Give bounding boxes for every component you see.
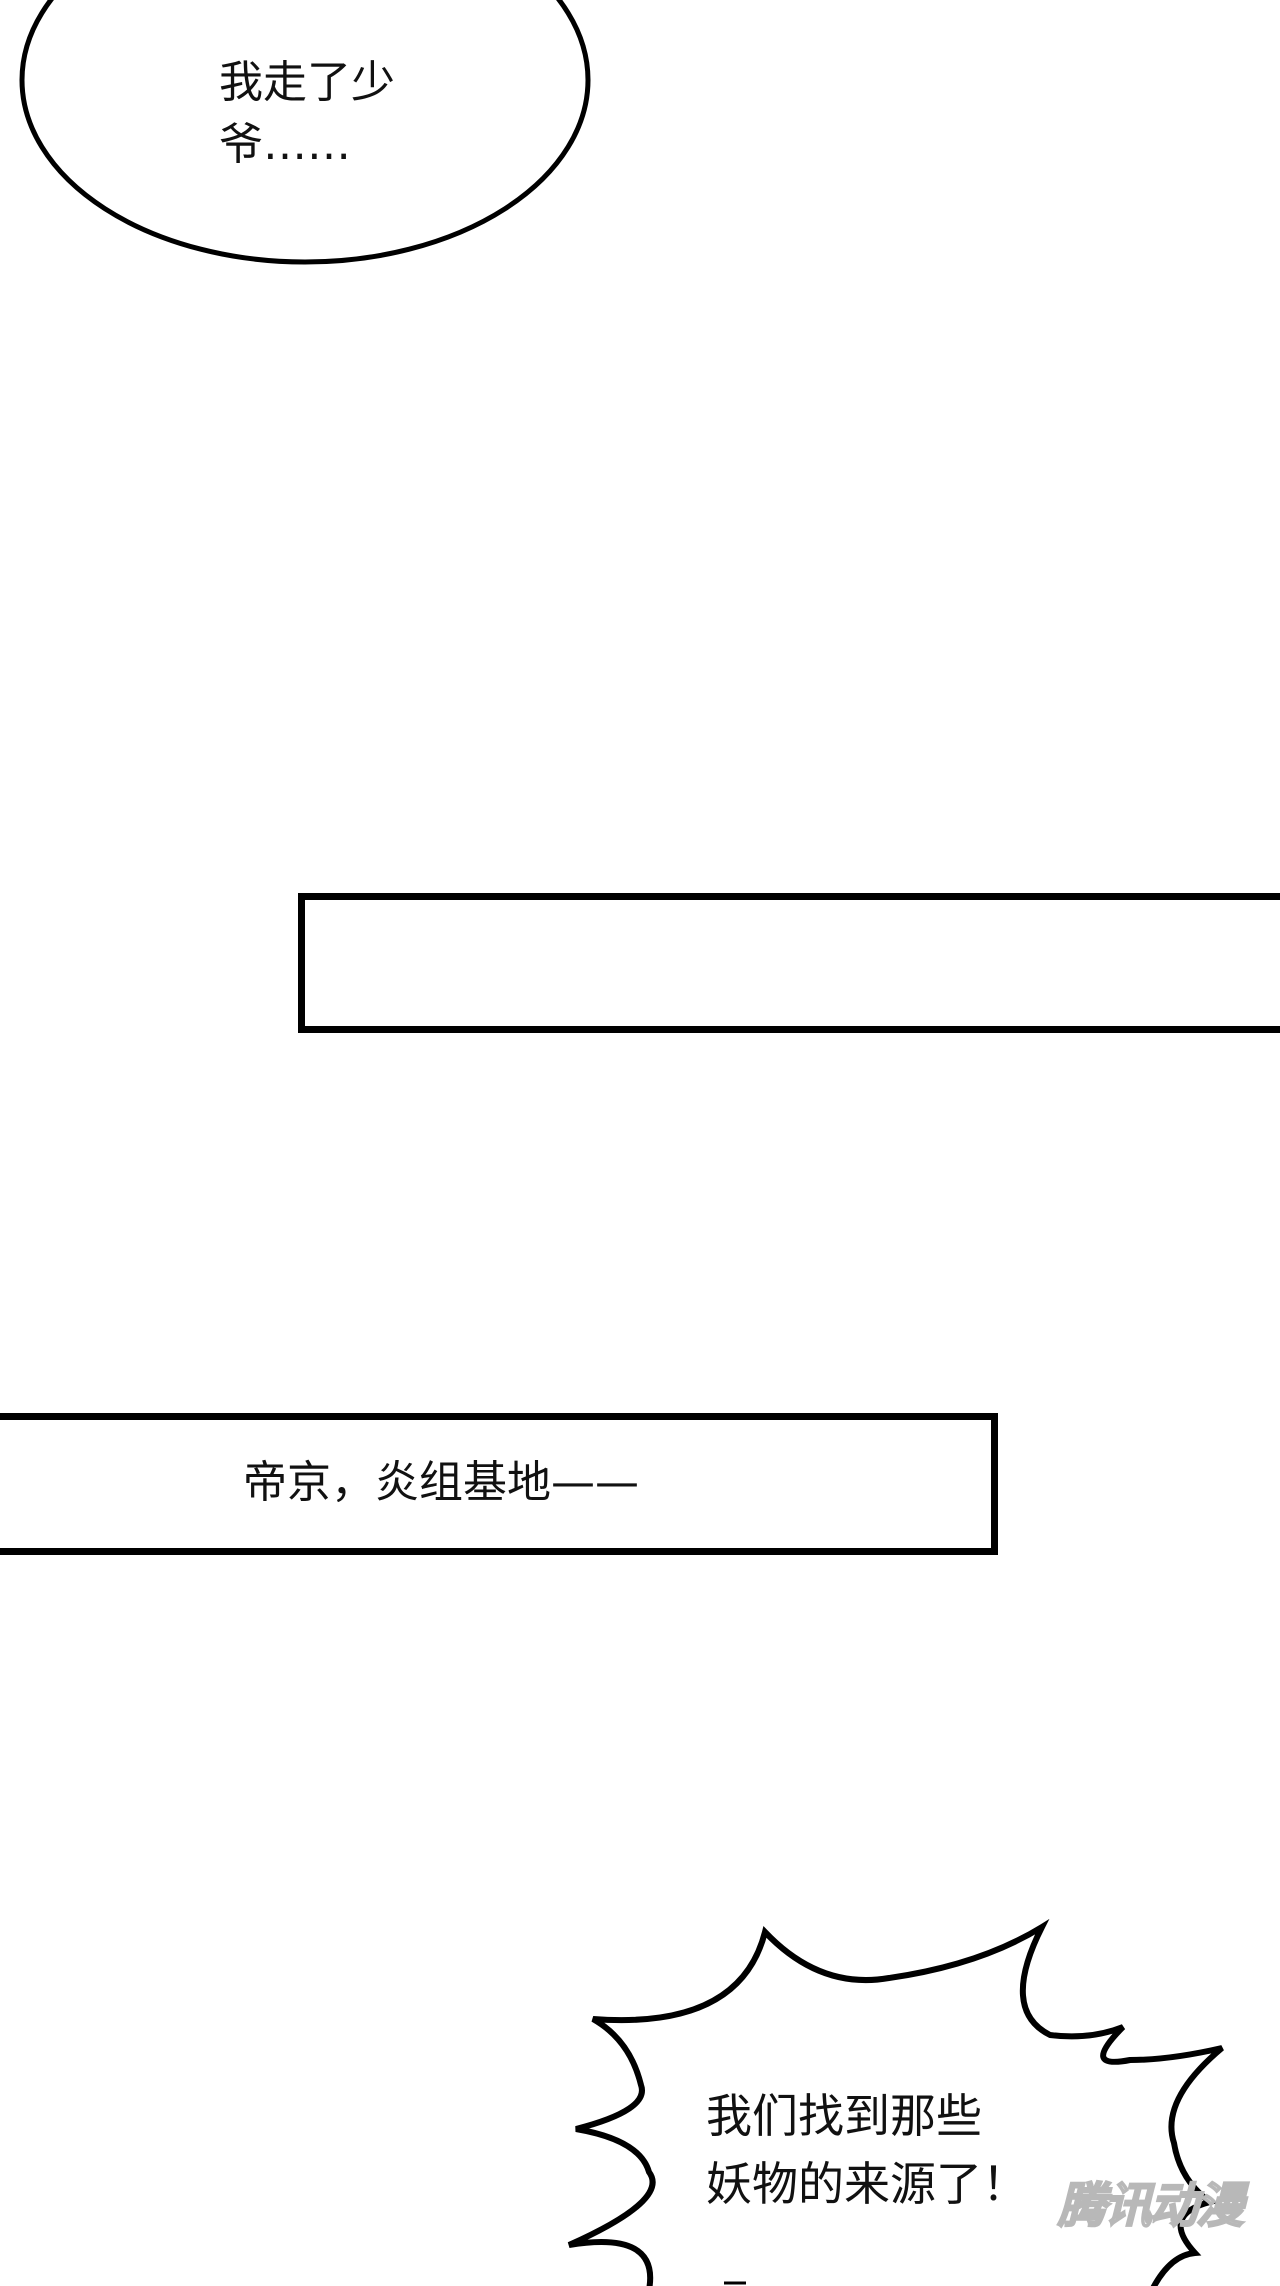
speech-bubble-1-text: 我走了少 爷……: [219, 52, 395, 176]
speech-bubble-burst: [567, 1918, 1224, 2286]
caption-box-location: 帝京，炎组基地——: [0, 1413, 998, 1555]
speech-line: 我们找到那些: [706, 2089, 982, 2143]
speech-bubble-2-text: 我们找到那些 妖物的来源了！: [706, 2082, 1028, 2218]
speech-line: 妖物的来源了！: [706, 2157, 1028, 2211]
caption-text: 帝京，炎组基地——: [243, 1457, 639, 1508]
speech-bubble-ellipse: [19, 0, 591, 265]
speech-line: 我走了少: [219, 57, 395, 108]
caption-box-empty: [298, 893, 1280, 1033]
watermark-logo: 腾讯动漫: [1057, 2177, 1245, 2235]
speech-line: 爷……: [219, 119, 351, 170]
